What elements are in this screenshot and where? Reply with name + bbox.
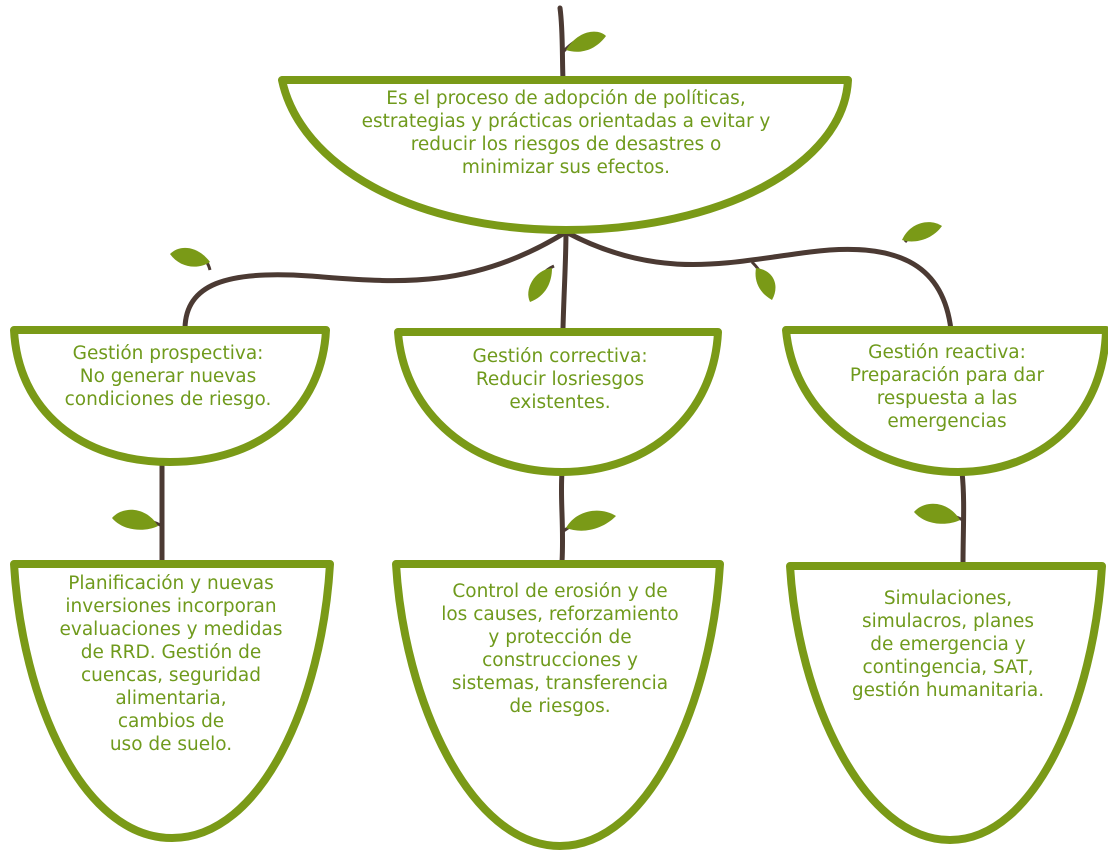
middle-lower-stem xyxy=(558,469,566,565)
right-branch-stem xyxy=(563,229,954,333)
prospective-pot xyxy=(10,326,330,466)
root-stem xyxy=(557,5,566,83)
corrective-detail-pot xyxy=(392,560,724,850)
prospective-detail-text: Planificación y nuevas inversiones incor… xyxy=(59,573,283,755)
root-pot xyxy=(278,76,852,234)
prospective-detail-pot xyxy=(10,560,334,842)
leaf-center-branch-icon xyxy=(528,264,555,302)
prospective-label: Gestión prospectiva: No generar nuevas c… xyxy=(64,343,272,410)
leaf-right-lower-icon xyxy=(914,503,964,524)
leaf-right-branch-down-icon xyxy=(750,260,776,300)
root-definition-text: Es el proceso de adopción de políticas, … xyxy=(361,88,771,178)
leaf-middle-lower-icon xyxy=(561,510,616,534)
right-lower-stem xyxy=(959,469,967,567)
reactive-detail-pot xyxy=(786,562,1106,844)
leaf-left-lower-icon xyxy=(112,509,163,530)
reactive-pot xyxy=(782,326,1108,476)
corrective-pot xyxy=(394,328,722,476)
leaf-left-branch-icon xyxy=(170,247,212,271)
left-branch-stem xyxy=(182,229,569,331)
leaf-right-branch-up-icon xyxy=(902,222,942,243)
corrective-detail-text: Control de erosión y de los causes, refo… xyxy=(441,581,679,717)
leaf-top-icon xyxy=(561,31,606,54)
trunk-stem xyxy=(560,227,569,331)
reactive-label: Gestión reactiva: Preparación para dar r… xyxy=(849,342,1045,432)
corrective-label: Gestión correctiva: Reducir losriesgos e… xyxy=(472,346,648,413)
reactive-detail-text: Simulaciones, simulacros, planes de emer… xyxy=(851,588,1045,701)
